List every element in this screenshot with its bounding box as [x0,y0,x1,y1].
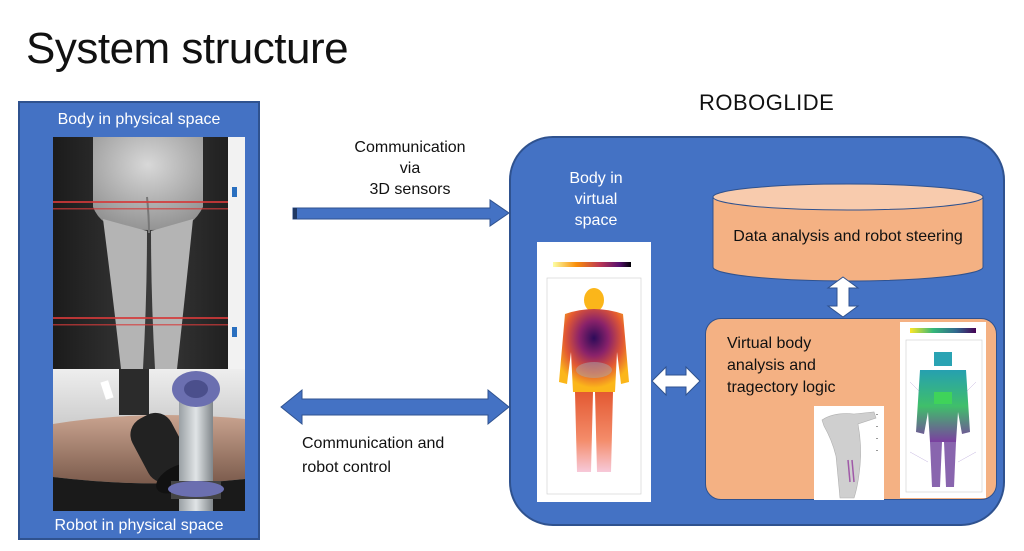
robot-image [53,369,245,511]
virtual-analysis-line: Virtual body [727,335,812,352]
virtual-analysis-line: tragectory logic [727,379,836,396]
control-double-arrow [280,388,510,426]
virtual-body-heatmap [537,242,651,502]
sensor-communication-line: Communication [354,139,466,156]
analysis-link-arrow [826,276,860,318]
virtual-space-label: Body in virtual space [553,168,639,231]
data-analysis-label: Data analysis and robot steering [733,228,963,245]
virtual-space-line: virtual [574,191,618,208]
data-analysis-cylinder [712,183,984,283]
virtual-space-line: Body in [569,170,623,187]
virtual-link-arrow [651,365,701,397]
robot-physical-label: Robot in physical space [54,517,224,534]
virtual-analysis-line: analysis and [727,357,816,374]
virtual-analysis-label: Virtual body analysis and tragectory log… [727,333,877,399]
heatmap-image [546,262,642,495]
physical-space-panel: Body in physical space [18,101,260,540]
sensor-communication-line: 3D sensors [369,181,451,198]
robot-photo [53,369,245,511]
trajectory-heatmap [900,322,986,498]
control-communication-line: Communication and [302,435,445,452]
virtual-space-line: space [574,212,618,229]
roboglide-title: ROBOGLIDE [699,90,835,115]
sensor-communication-label: Communication via 3D sensors [330,137,490,200]
control-communication-label: Communication and robot control [302,432,444,480]
body-physical-label: Body in physical space [57,111,221,128]
body-model-figure [814,406,884,500]
page-title: System structure [26,24,349,73]
body-scan-image [53,137,245,369]
sensor-arrow [292,199,510,227]
body-scan-photo [53,137,245,369]
control-communication-line: robot control [302,459,391,476]
sensor-communication-line: via [399,160,421,177]
